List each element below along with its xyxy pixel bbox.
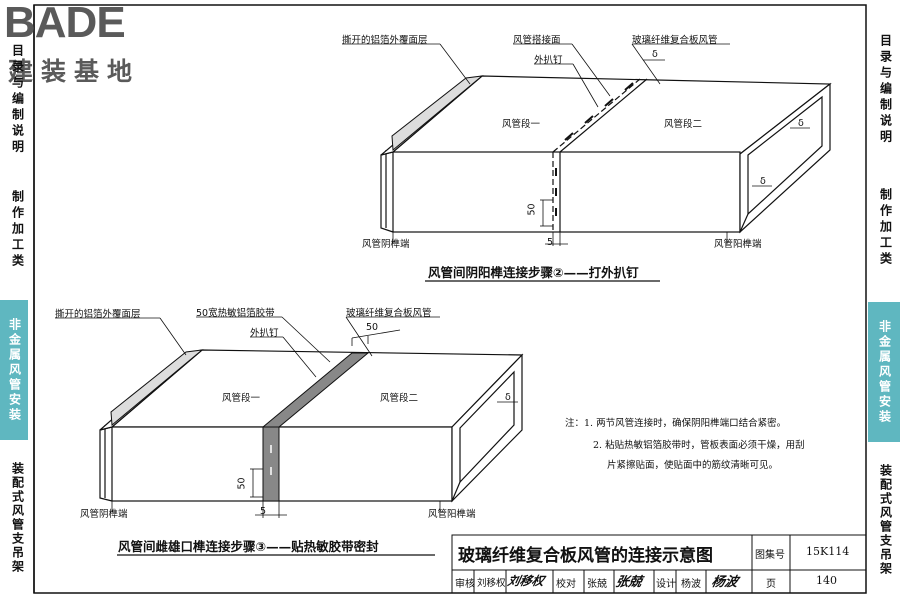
right-tab-support-label: 装配式风管支吊架: [878, 464, 893, 576]
design-name: 杨波: [681, 579, 701, 590]
page-label: 页: [766, 579, 776, 590]
note-line-1: 注：1. 两节风管连接时，确保阴阳榫端口结合紧密。: [565, 418, 787, 429]
right-tab-fabrication[interactable]: 制作加工类: [874, 178, 896, 278]
title-block-lines: [451, 534, 867, 594]
right-tab-contents[interactable]: 目录与编制说明: [874, 20, 896, 160]
d1-dim-5: 5: [547, 237, 554, 248]
d1-caption: 风管间阴阳榫连接步骤②——打外扒钉: [428, 265, 639, 280]
diagram1-rivets: [555, 82, 634, 216]
left-tab-nonmetal[interactable]: 非金属风管安装: [0, 300, 28, 440]
right-tab-contents-label: 目录与编制说明: [878, 34, 893, 146]
left-tab-contents[interactable]: 目录与编制说明: [6, 40, 28, 160]
brand-subtitle: 建装基地: [8, 57, 141, 86]
d2-label-duct: 玻璃纤维复合板风管: [346, 308, 432, 319]
page-number: 140: [816, 574, 837, 587]
d1-label-seg1: 风管段一: [502, 119, 541, 130]
diagram2-tape: [261, 352, 370, 502]
d2-label-female: 风管阴榫端: [80, 509, 128, 520]
d2-label-seg2: 风管段二: [380, 393, 419, 404]
diagram2-duct: [99, 349, 524, 503]
right-tab-fabrication-label: 制作加工类: [878, 188, 893, 268]
review-name: 刘移权: [477, 578, 506, 589]
d1-label-female: 风管阴榫端: [362, 239, 410, 250]
d2-dim-5: 5: [260, 506, 267, 517]
d2-label-seg1: 风管段一: [222, 393, 261, 404]
d1-label-foil: 撕开的铝箔外覆面层: [342, 35, 428, 46]
check-name: 张兢: [587, 579, 607, 590]
d1-label-seg2: 风管段二: [664, 119, 703, 130]
d1-dim-delta-inner: δ: [760, 176, 766, 187]
atlas-label: 图集号: [755, 550, 785, 561]
d2-dim-delta: δ: [505, 392, 511, 403]
left-tab-contents-label: 目录与编制说明: [10, 44, 25, 156]
d1-label-male: 风管阳榫端: [714, 239, 762, 250]
d2-label-rivet: 外扒钉: [250, 328, 279, 339]
right-tab-support[interactable]: 装配式风管支吊架: [874, 450, 896, 590]
d2-label-tape: 50宽热敏铝箔胶带: [196, 308, 275, 319]
left-tab-fabrication-label: 制作加工类: [10, 190, 25, 270]
left-tab-support-label: 装配式风管支吊架: [10, 462, 25, 574]
left-tab-fabrication[interactable]: 制作加工类: [6, 170, 28, 290]
d1-dim-delta-right: δ: [798, 118, 804, 129]
d2-dim-50-side: 50: [236, 477, 248, 490]
check-signature: 张兢: [613, 575, 644, 590]
d2-label-foil: 撕开的铝箔外覆面层: [55, 309, 141, 320]
design-signature: 杨波: [709, 575, 740, 590]
left-tab-support[interactable]: 装配式风管支吊架: [6, 448, 28, 588]
note-line-2: 2. 粘贴热敏铝箔胶带时，管板表面必须干燥，用刮: [593, 440, 805, 451]
d1-label-rivet: 外扒钉: [534, 55, 563, 66]
d2-caption: 风管间雌雄口榫连接步骤③——贴热敏胶带密封: [118, 539, 379, 554]
d1-dim-delta-top: δ: [652, 49, 658, 60]
right-tab-nonmetal[interactable]: 非金属风管安装: [868, 302, 900, 442]
atlas-number: 15K114: [806, 545, 850, 558]
note-line-3: 片紧擦贴面，使贴面中的筋纹清晰可见。: [607, 460, 779, 471]
review-label: 审核: [455, 579, 475, 590]
brand-logo: BADE: [4, 0, 126, 47]
right-tab-nonmetal-label: 非金属风管安装: [877, 319, 892, 425]
d1-dim-50: 50: [526, 203, 538, 216]
review-signature: 刘移权: [506, 574, 546, 588]
diagram1-duct: [380, 75, 832, 234]
check-label: 校对: [556, 579, 576, 590]
d2-dim-50-top: 50: [366, 322, 379, 333]
design-label: 设计: [656, 579, 676, 590]
d1-label-joint-face: 风管搭接面: [513, 35, 561, 46]
d1-label-duct: 玻璃纤维复合板风管: [632, 35, 718, 46]
drawing-title: 玻璃纤维复合板风管的连接示意图: [458, 546, 713, 566]
left-tab-nonmetal-label: 非金属风管安装: [7, 317, 22, 423]
d2-label-male: 风管阳榫端: [428, 509, 476, 520]
